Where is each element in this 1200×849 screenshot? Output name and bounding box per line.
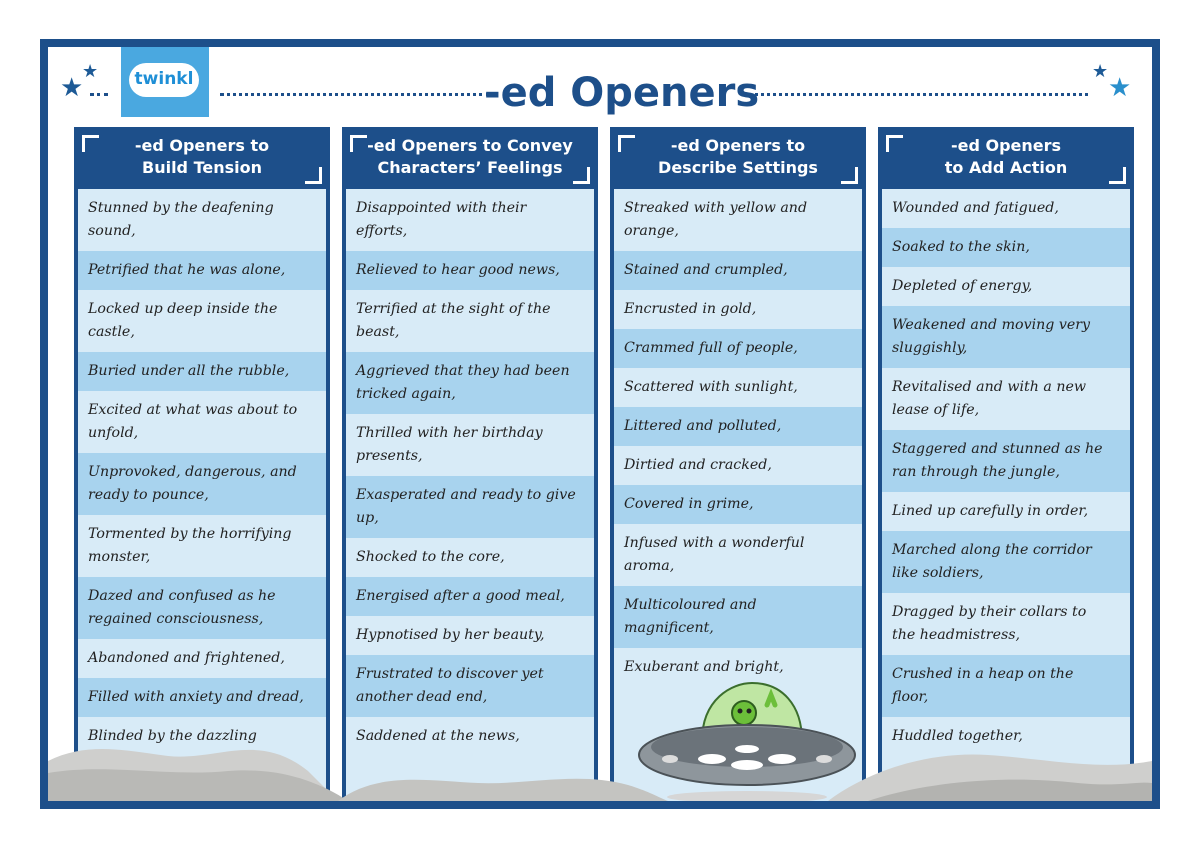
list-item: Shocked to the core, [356, 549, 505, 565]
list-item: Crammed full of people, [614, 329, 862, 368]
opener-list: Wounded and fatigued, Soaked to the skin… [882, 189, 1130, 801]
list-item: Disappointed with their efforts, [356, 200, 527, 239]
list-item: Hypnotised by her beauty, [356, 627, 545, 643]
list-item: Locked up deep inside the castle, [88, 301, 278, 340]
column-add-action: -ed Openers to Add Action Wounded and fa… [878, 127, 1134, 801]
logo-cloud-icon: twinkl [129, 63, 199, 97]
list-item: Exuberant and bright, [624, 659, 784, 675]
opener-list: Disappointed with their efforts, Relieve… [346, 189, 594, 801]
twinkl-logo: twinkl [121, 47, 209, 117]
corner-bracket-icon [841, 167, 858, 184]
list-item: Wounded and fatigued, [892, 200, 1059, 216]
list-item: Huddled together, [892, 728, 1023, 744]
list-item: Dragged by their collars to the headmist… [892, 604, 1087, 643]
corner-bracket-icon [1109, 167, 1126, 184]
corner-bracket-icon [886, 135, 903, 152]
list-item: Covered in grime, [614, 485, 862, 524]
list-item: Encrusted in gold, [624, 301, 757, 317]
list-item: Abandoned and frightened, [88, 650, 285, 666]
list-item: Infused with a wonderful aroma, [624, 535, 805, 574]
list-item: Tormented by the horrifying monster, [88, 526, 292, 565]
column-characters-feelings: -ed Openers to Convey Characters’ Feelin… [342, 127, 598, 801]
poster-frame: ★★ twinkl -ed Openers ★★ -ed Openers to … [40, 39, 1160, 809]
list-item: Terrified at the sight of the beast, [356, 301, 551, 340]
page-title: -ed Openers [484, 70, 760, 116]
corner-bracket-icon [618, 135, 635, 152]
moon-hills-illustration [48, 749, 1152, 801]
column-heading: -ed Openers to Describe Settings [610, 127, 866, 189]
list-item: Filled with anxiety and dread, [78, 678, 326, 717]
poster-inner: ★★ twinkl -ed Openers ★★ -ed Openers to … [48, 47, 1152, 801]
list-item: Depleted of energy, [892, 278, 1033, 294]
heading-line-2: Characters’ Feelings [377, 158, 563, 177]
list-item: Soaked to the skin, [882, 228, 1130, 267]
logo-text: twinkl [134, 69, 194, 89]
corner-bracket-icon [82, 135, 99, 152]
list-item: Excited at what was about to unfold, [88, 402, 298, 441]
ufo-alien-illustration [638, 681, 856, 801]
list-item: Relieved to hear good news, [346, 251, 594, 290]
list-item: Unprovoked, dangerous, and ready to poun… [78, 453, 326, 515]
heading-line-2: Describe Settings [658, 158, 818, 177]
list-item: Marched along the corridor like soldiers… [882, 531, 1130, 593]
heading-line-2: Build Tension [142, 158, 262, 177]
column-heading: -ed Openers to Convey Characters’ Feelin… [342, 127, 598, 189]
list-item: Saddened at the news, [356, 728, 520, 744]
list-item: Stunned by the deafening sound, [88, 200, 274, 239]
stars-right-icon: ★★ [1092, 61, 1132, 103]
list-item: Stained and crumpled, [614, 251, 862, 290]
heading-line-1: -ed Openers to [670, 136, 806, 155]
list-item: Dirtied and cracked, [624, 457, 772, 473]
opener-list: Stunned by the deafening sound, Petrifie… [78, 189, 326, 801]
list-item: Scattered with sunlight, [624, 379, 798, 395]
heading-line-2: to Add Action [944, 158, 1068, 177]
dotted-divider [220, 93, 490, 96]
list-item: Multicoloured and magnificent, [614, 586, 862, 648]
corner-bracket-icon [573, 167, 590, 184]
list-item: Petrified that he was alone, [78, 251, 326, 290]
list-item: Revitalised and with a new lease of life… [892, 379, 1086, 418]
list-item: Crushed in a heap on the floor, [882, 655, 1130, 717]
list-item: Lined up carefully in order, [892, 503, 1089, 519]
heading-line-1: -ed Openers to [134, 136, 270, 155]
list-item: Weakened and moving very sluggishly, [882, 306, 1130, 368]
dotted-divider [90, 93, 108, 96]
list-item: Dazed and confused as he regained consci… [78, 577, 326, 639]
heading-line-1: -ed Openers [950, 136, 1062, 155]
list-item: Exasperated and ready to give up, [346, 476, 594, 538]
dotted-divider [748, 93, 1088, 96]
column-heading: -ed Openers to Add Action [878, 127, 1134, 189]
list-item: Energised after a good meal, [346, 577, 594, 616]
column-build-tension: -ed Openers to Build Tension Stunned by … [74, 127, 330, 801]
stars-left-icon: ★★ [60, 61, 99, 103]
list-item: Buried under all the rubble, [78, 352, 326, 391]
list-item: Streaked with yellow and orange, [624, 200, 808, 239]
list-item: Staggered and stunned as he ran through … [882, 430, 1130, 492]
list-item: Frustrated to discover yet another dead … [346, 655, 594, 717]
list-item: Thrilled with her birthday presents, [356, 425, 543, 464]
corner-bracket-icon [350, 135, 367, 152]
corner-bracket-icon [305, 167, 322, 184]
list-item: Aggrieved that they had been tricked aga… [346, 352, 594, 414]
heading-line-1: -ed Openers to Convey [367, 136, 573, 155]
list-item: Littered and polluted, [614, 407, 862, 446]
column-heading: -ed Openers to Build Tension [74, 127, 330, 189]
